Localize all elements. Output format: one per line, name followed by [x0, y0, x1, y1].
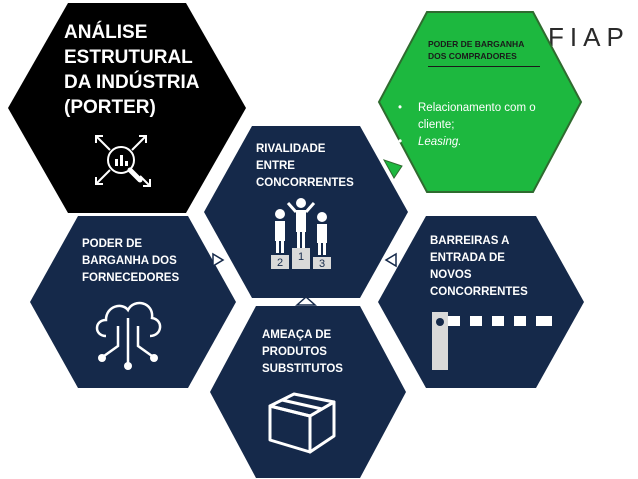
substitutes-label: AMEAÇA DE PRODUTOS SUBSTITUTOS [262, 329, 343, 375]
substitutes-hexagon [210, 306, 406, 478]
title-hexagon [8, 3, 246, 213]
list-item: Leasing. [398, 134, 568, 151]
podium-first: 1 [298, 251, 305, 263]
entrants-label: BARREIRAS A ENTRADA DE NOVOS CONCORRENTE… [430, 235, 528, 298]
connector-arrow [211, 252, 225, 273]
connector-arrow [295, 294, 317, 312]
box-icon [266, 388, 338, 456]
suppliers-label: PODER DE BARGANHA DOS FORNECEDORES [82, 238, 180, 284]
buyers-heading: PODER DE BARGANHA DOS COMPRADORES [428, 38, 540, 67]
podium-icon [268, 197, 334, 271]
suppliers-hexagon [30, 216, 236, 388]
page-title: ANÁLISE ESTRUTURAL DA INDÚSTRIA (PORTER) [64, 22, 200, 118]
list-item: Relacionamento com o cliente; [398, 100, 568, 134]
connector-arrow [384, 252, 398, 273]
podium-third: 3 [319, 258, 326, 270]
buyers-list: Relacionamento com o cliente; Leasing. [398, 100, 568, 151]
fiap-logo: FIAP [548, 22, 630, 52]
barrier-gate-icon [430, 308, 554, 372]
rivalry-label: RIVALIDADE ENTRE CONCORRENTES [256, 143, 354, 189]
analytics-icon [88, 130, 158, 196]
podium-second: 2 [277, 257, 284, 269]
connector-arrow [382, 158, 404, 185]
entrants-hexagon [378, 216, 584, 388]
cloud-network-icon [92, 296, 164, 374]
